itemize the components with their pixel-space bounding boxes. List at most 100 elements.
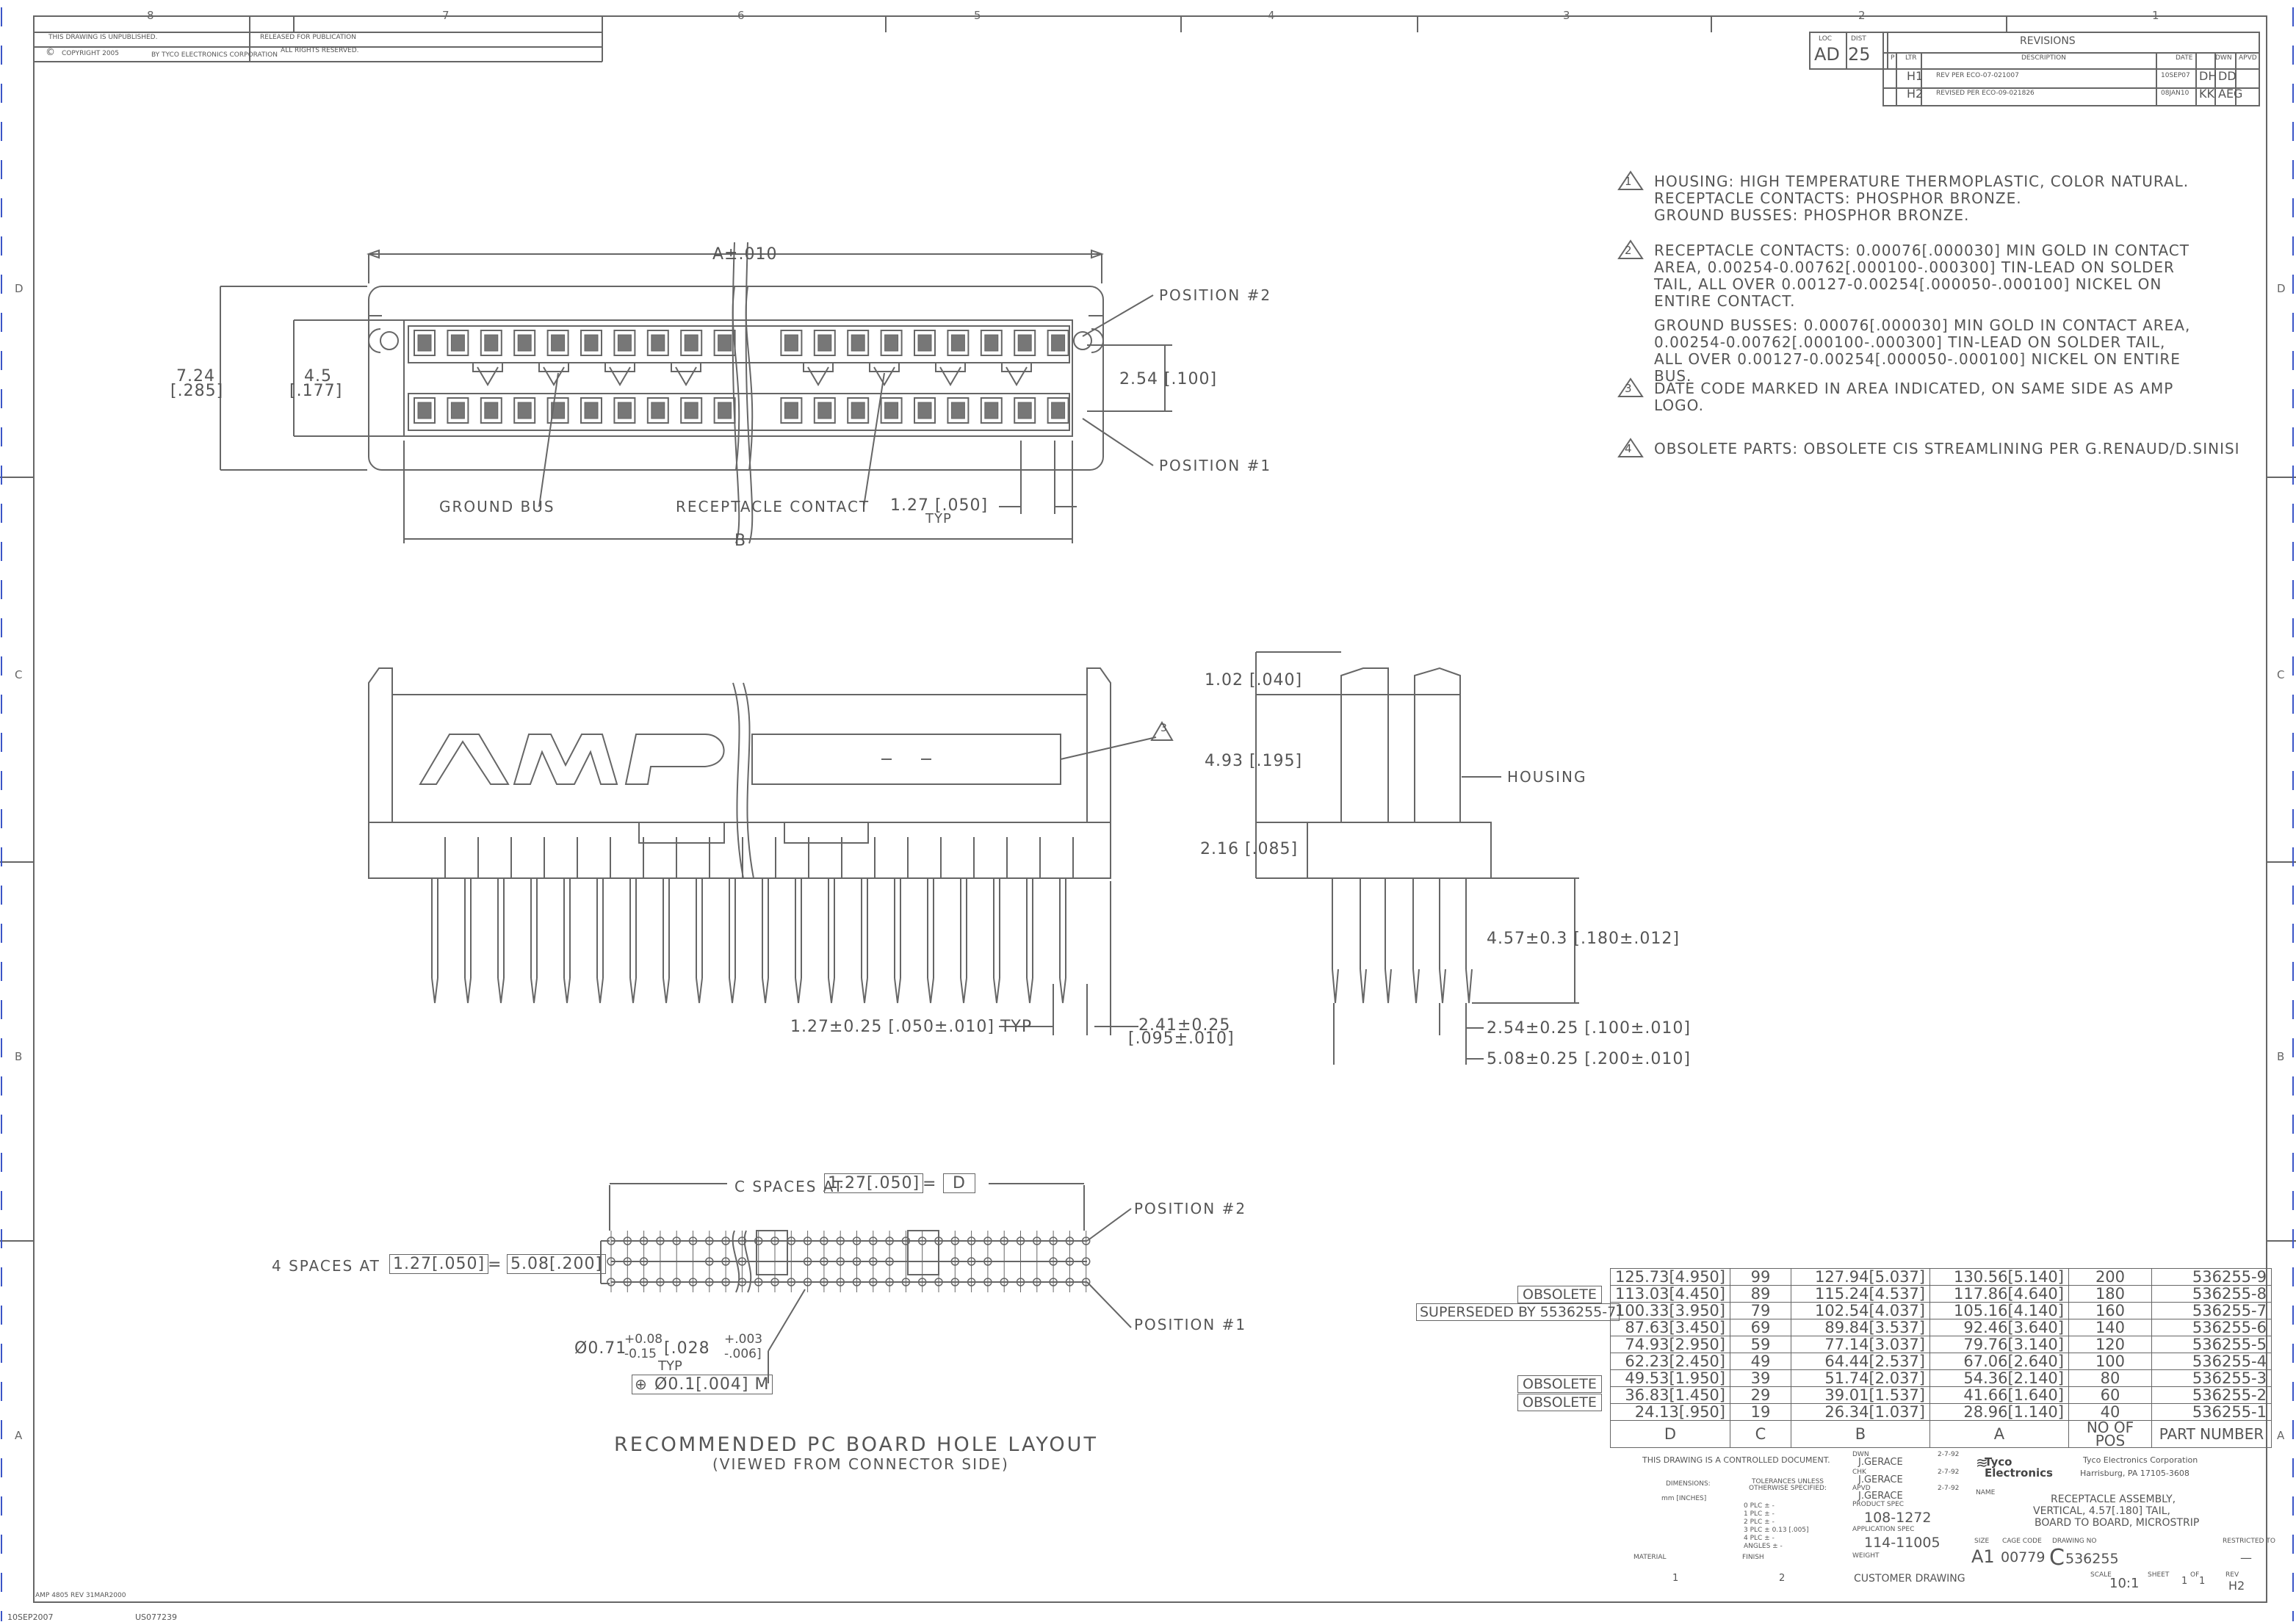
pcb-hole <box>1016 1237 1025 1245</box>
tb-tolerances: TOLERANCES UNLESS OTHERWISE SPECIFIED: <box>1749 1478 1827 1492</box>
note-line: AREA, 0.00254-0.00762[.000100-.000300] T… <box>1654 258 2175 276</box>
receptacle-leader <box>863 372 885 507</box>
pin-tip <box>629 977 637 1004</box>
part-cell: 92.46[3.640] <box>1929 1319 2069 1336</box>
hole-typ: TYP <box>658 1358 682 1374</box>
tb-scale-label: SCALE <box>2090 1571 2112 1579</box>
side-housing <box>1340 694 1461 823</box>
contact-1 <box>914 397 936 424</box>
part-cell: 87.63[3.450] <box>1610 1319 1730 1336</box>
pcb-hole <box>705 1257 714 1266</box>
tb-dwn: J.GERACE <box>1858 1457 1903 1468</box>
pin-tip <box>828 977 835 1004</box>
part-cell: 64.44[2.537] <box>1790 1353 1930 1370</box>
position-1-leader <box>1082 418 1154 466</box>
pcb-hole <box>1016 1278 1025 1286</box>
pcb-hole <box>721 1257 730 1266</box>
pcb-hole <box>885 1237 894 1245</box>
rev-col-dwn: DWN <box>2215 54 2232 62</box>
pcb-hole <box>967 1278 976 1286</box>
part-cell: 536255-9 <box>2151 1268 2272 1286</box>
pin-tip <box>696 977 703 1004</box>
pcb-hole <box>1033 1278 1041 1286</box>
part-header-cell: B <box>1790 1420 1930 1448</box>
layout-break-line <box>732 1230 740 1293</box>
zone-right-D: D <box>2277 282 2286 295</box>
contact-2 <box>646 330 669 356</box>
front-step <box>784 822 869 844</box>
pcb-hole <box>607 1257 615 1266</box>
by-text: BY TYCO ELECTRONICS CORPORATION <box>151 51 278 59</box>
pcb-hole <box>737 1257 747 1266</box>
note-line: ALL OVER 0.00127-0.00254[.000050-.000100… <box>1654 350 2181 368</box>
pin-tip <box>795 977 802 1004</box>
pcb-hole <box>607 1278 615 1286</box>
contact-2-fill <box>1017 334 1032 352</box>
part-cell: 536255-5 <box>2151 1336 2272 1353</box>
note3-flag-front: 3 <box>1160 723 1167 734</box>
pcb-hole <box>836 1257 845 1266</box>
contact-2-fill <box>450 334 465 352</box>
pcb-hole <box>836 1237 845 1245</box>
tb-restricted: — <box>2240 1551 2252 1565</box>
note-line: BUS. <box>1654 367 1692 385</box>
pcb-hole <box>950 1257 960 1266</box>
ground-bus-label: GROUND BUS <box>439 498 555 515</box>
layout-title: RECOMMENDED PC BOARD HOLE LAYOUT <box>614 1433 1098 1456</box>
copyright-text: COPYRIGHT 2005 <box>62 50 120 57</box>
part-cell: 62.23[2.450] <box>1610 1353 1730 1370</box>
part-cell: 79 <box>1729 1302 1791 1319</box>
ground-bus-tab <box>807 366 829 386</box>
side-width: 5.08±0.25 [.200±.010] <box>1487 1050 1691 1068</box>
contact-1-fill <box>551 402 566 419</box>
pcb-hole <box>787 1278 796 1286</box>
tb-rev-label: REV <box>2225 1571 2239 1579</box>
contact-2 <box>847 330 870 356</box>
contact-2-fill <box>950 334 965 352</box>
height-mm: 7.24 <box>176 367 215 385</box>
contact-2 <box>513 330 536 356</box>
tb-apvd-label: APVD <box>1852 1485 1871 1492</box>
note-line: HOUSING: HIGH TEMPERATURE THERMOPLASTIC,… <box>1654 173 2189 190</box>
part-cell: 140 <box>2068 1319 2152 1336</box>
tb-finish-label: FINISH <box>1742 1554 1764 1561</box>
contact-2 <box>580 330 602 356</box>
footer-num: US077239 <box>135 1612 178 1622</box>
rev-row-apvd: DD <box>2218 69 2237 83</box>
four-eq: = <box>488 1256 502 1274</box>
part-header-cell: PART NUMBER <box>2151 1420 2272 1448</box>
hole-in: [.028 <box>664 1339 710 1358</box>
contact-2-fill <box>551 334 566 352</box>
tb-chk: J.GERACE <box>1858 1474 1903 1485</box>
part-cell: 67.06[2.640] <box>1929 1353 2069 1370</box>
note-2: RECEPTACLE CONTACTS: 0.00076[.000030] MI… <box>1654 242 2190 385</box>
part-cell: 102.54[4.037] <box>1790 1302 1930 1319</box>
part-cell: 536255-1 <box>2151 1403 2272 1421</box>
revisions-title: REVISIONS <box>2020 35 2076 47</box>
note-3: DATE CODE MARKED IN AREA INDICATED, ON S… <box>1654 380 2173 414</box>
four-pitch-box: 1.27[.050] <box>389 1254 489 1274</box>
tyco-logo-icon: ≋ <box>1976 1454 1988 1471</box>
layout-pos1-leader <box>1086 1281 1132 1328</box>
pcb-hole <box>656 1278 665 1286</box>
pcb-hole <box>901 1278 911 1286</box>
pcb-hole <box>1049 1278 1058 1286</box>
pcb-hole <box>901 1237 911 1245</box>
form-number: AMP 4805 REV 31MAR2000 <box>35 1592 126 1599</box>
pcb-hole <box>1000 1237 1008 1245</box>
pcb-hole <box>688 1237 698 1245</box>
note-3-flag-triangle <box>1150 721 1174 741</box>
c-eq: = <box>923 1175 937 1193</box>
pin-tip <box>861 977 868 1004</box>
part-cell: 54.36[2.140] <box>1929 1369 2069 1387</box>
dim-a: A±.010 <box>712 245 778 264</box>
side-pin-tip <box>1465 969 1473 1004</box>
break-line-ext <box>732 242 740 544</box>
tb-cage: 00779 <box>2001 1549 2046 1565</box>
inner-mm: 4.5 <box>304 367 332 385</box>
top-row-2 <box>408 325 1070 363</box>
pcb-hole <box>754 1278 763 1286</box>
tb-apvd: J.GERACE <box>1858 1491 1903 1502</box>
pcb-hole <box>721 1237 730 1245</box>
